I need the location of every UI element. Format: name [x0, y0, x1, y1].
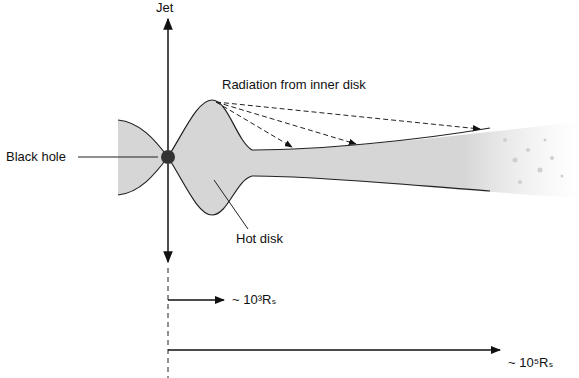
- disk-fade-dots: [503, 138, 564, 184]
- disk-outline: [118, 120, 168, 157]
- disk-outline: [118, 157, 168, 195]
- black-hole-label: Black hole: [6, 149, 66, 164]
- disk-outline: [168, 157, 490, 215]
- scale-label: ~ 10⁵Rₛ: [508, 355, 553, 370]
- black-hole-dot: [161, 150, 175, 164]
- disk-body: [168, 100, 578, 215]
- leader-line: [78, 157, 158, 158]
- leader-line: [214, 180, 248, 229]
- scale-label: ~ 10³Rₛ: [232, 292, 276, 307]
- jet-arrow: [167, 19, 169, 150]
- scale-arrow: [168, 349, 500, 350]
- radiation-rays: [216, 102, 480, 147]
- disk-outline: [168, 100, 490, 157]
- radiation-label: Radiation from inner disk: [222, 77, 366, 92]
- axis-dashed: [168, 268, 169, 378]
- jet-label: Jet: [156, 0, 173, 15]
- jet-arrow: [167, 164, 169, 262]
- hot-disk-label: Hot disk: [236, 231, 283, 246]
- scale-arrow: [168, 299, 224, 300]
